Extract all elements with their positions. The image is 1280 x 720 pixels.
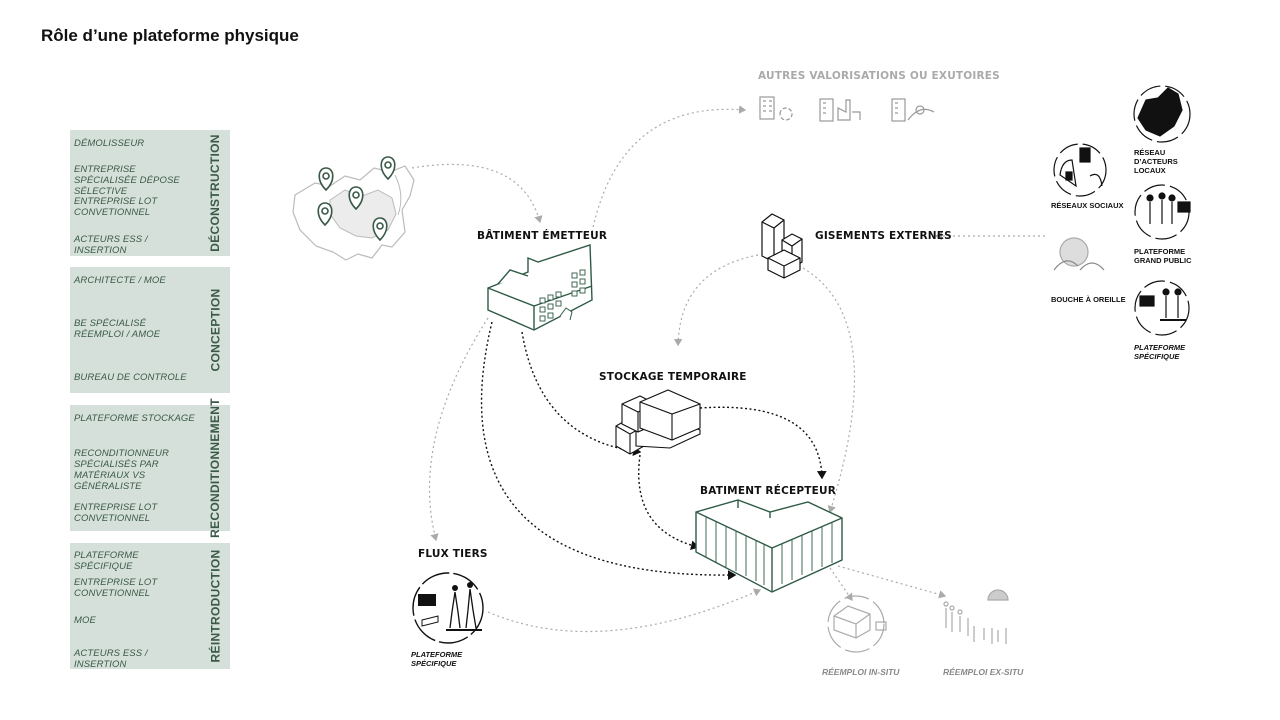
panel-item: ACTEURS ESS / INSERTION [74,648,148,670]
flow-stockage-to-recepteur-2 [638,454,700,551]
flow-emetteur-to-stockage [521,331,642,457]
label-reemploi-insitu: RÉEMPLOI IN-SITU [822,667,900,677]
building-hand-icon [891,98,935,122]
stockage-temporaire-icon [615,389,701,455]
grand-public-icon [1134,184,1191,240]
flow-recepteur-to-insitu [829,567,853,601]
panel-item: RECONDITIONNEUR SPÉCIALISÉS PAR MATÉRIAU… [74,448,169,492]
panel-reintroduction: PLATEFORME SPÉCIFIQUE ENTREPRISE LOT CON… [70,543,230,670]
flow-gisements-to-recepteur [802,267,856,514]
batiment-emetteur-icon [487,244,593,331]
flow-gisements-to-stockage [673,254,759,347]
panel-item: BUREAU DE CONTROLE [74,372,187,383]
panel-item: ACTEURS ESS / INSERTION [74,234,148,256]
panel-item: PLATEFORME SPÉCIFIQUE [74,550,139,572]
page-title: Rôle d’une plateforme physique [41,26,299,45]
panel-item: ENTREPRISE LOT CONVETIONNEL [74,196,158,218]
channel-icons [1053,85,1191,336]
flow-recepteur-to-exsitu [837,565,947,599]
panel-item: MOE [74,615,96,626]
label-grand-public: PLATEFORME GRAND PUBLIC [1134,247,1192,265]
gisements-externes-icon [761,213,803,279]
reemploi-exsitu-icon [943,589,1009,644]
label-reseaux-sociaux: RÉSEAUX SOCIAUX [1051,201,1124,210]
black-flows [480,321,827,581]
label-flux-plateforme: PLATEFORME SPÉCIFIQUE [411,650,463,668]
bouche-a-oreille-icon [1053,237,1105,271]
flow-stockage-to-recepteur [699,406,827,480]
reseau-local-icon [1133,85,1191,143]
panel-deconstruction: DÉMOLISSEUR ENTREPRISE SPÉCIALISÉE DÉPOS… [70,130,230,256]
flow-emetteur-to-fluxtiers [428,317,489,542]
region-map-icon [292,156,415,261]
panel-reconditionnement: PLATEFORME STOCKAGE RECONDITIONNEUR SPÉC… [70,398,230,538]
flow-emetteur-to-recepteur [480,321,737,581]
flow-emetteur-to-autres [591,105,747,233]
grey-flows [411,105,1045,633]
flow-fluxtiers-to-recepteur [487,588,762,633]
reemploi-insitu-icon [827,595,887,653]
panel-item: ENTREPRISE LOT CONVETIONNEL [74,577,158,599]
batiment-recepteur-icon [695,499,843,593]
flow-map-to-emetteur [411,163,543,224]
panel-item: BE SPÉCIALISÉ RÉEMPLOI / AMOE [74,318,161,340]
label-autres-valorisations: AUTRES VALORISATIONS OU EXUTOIRES [758,70,1000,82]
label-reemploi-exsitu: RÉEMPLOI EX-SITU [943,667,1024,677]
building-recycle-icon [759,96,793,121]
panel-conception: ARCHITECTE / MOE BE SPÉCIALISÉ RÉEMPLOI … [70,267,230,393]
autres-valorisations-icons [759,96,935,122]
label-gisements-externes: GISEMENTS EXTERNES [815,230,952,242]
reseaux-sociaux-icon [1053,143,1107,197]
panel-item: ENTREPRISE SPÉCIALISÉE DÉPOSE SÉLECTIVE [74,164,180,197]
label-stockage-temporaire: STOCKAGE TEMPORAIRE [599,371,747,383]
panel-item: PLATEFORME STOCKAGE [74,413,195,424]
panel-item: DÉMOLISSEUR [74,138,145,149]
plateforme-specifique-icon [1134,280,1190,336]
label-batiment-recepteur: BATIMENT RÉCEPTEUR [700,485,836,497]
label-bouche-a-oreille: BOUCHE À OREILLE [1051,295,1126,304]
flux-tiers-icon [412,572,484,644]
panel-item: ENTREPRISE LOT CONVETIONNEL [74,502,158,524]
label-plateforme-specifique: PLATEFORME SPÉCIFIQUE [1134,343,1186,361]
label-reseau-local: RÉSEAU D’ACTEURS LOCAUX [1134,148,1178,175]
label-batiment-emetteur: BÂTIMENT ÉMETTEUR [477,230,608,242]
building-factory-icon [819,98,861,122]
label-flux-tiers: FLUX TIERS [418,548,488,560]
panel-item: ARCHITECTE / MOE [74,275,166,286]
